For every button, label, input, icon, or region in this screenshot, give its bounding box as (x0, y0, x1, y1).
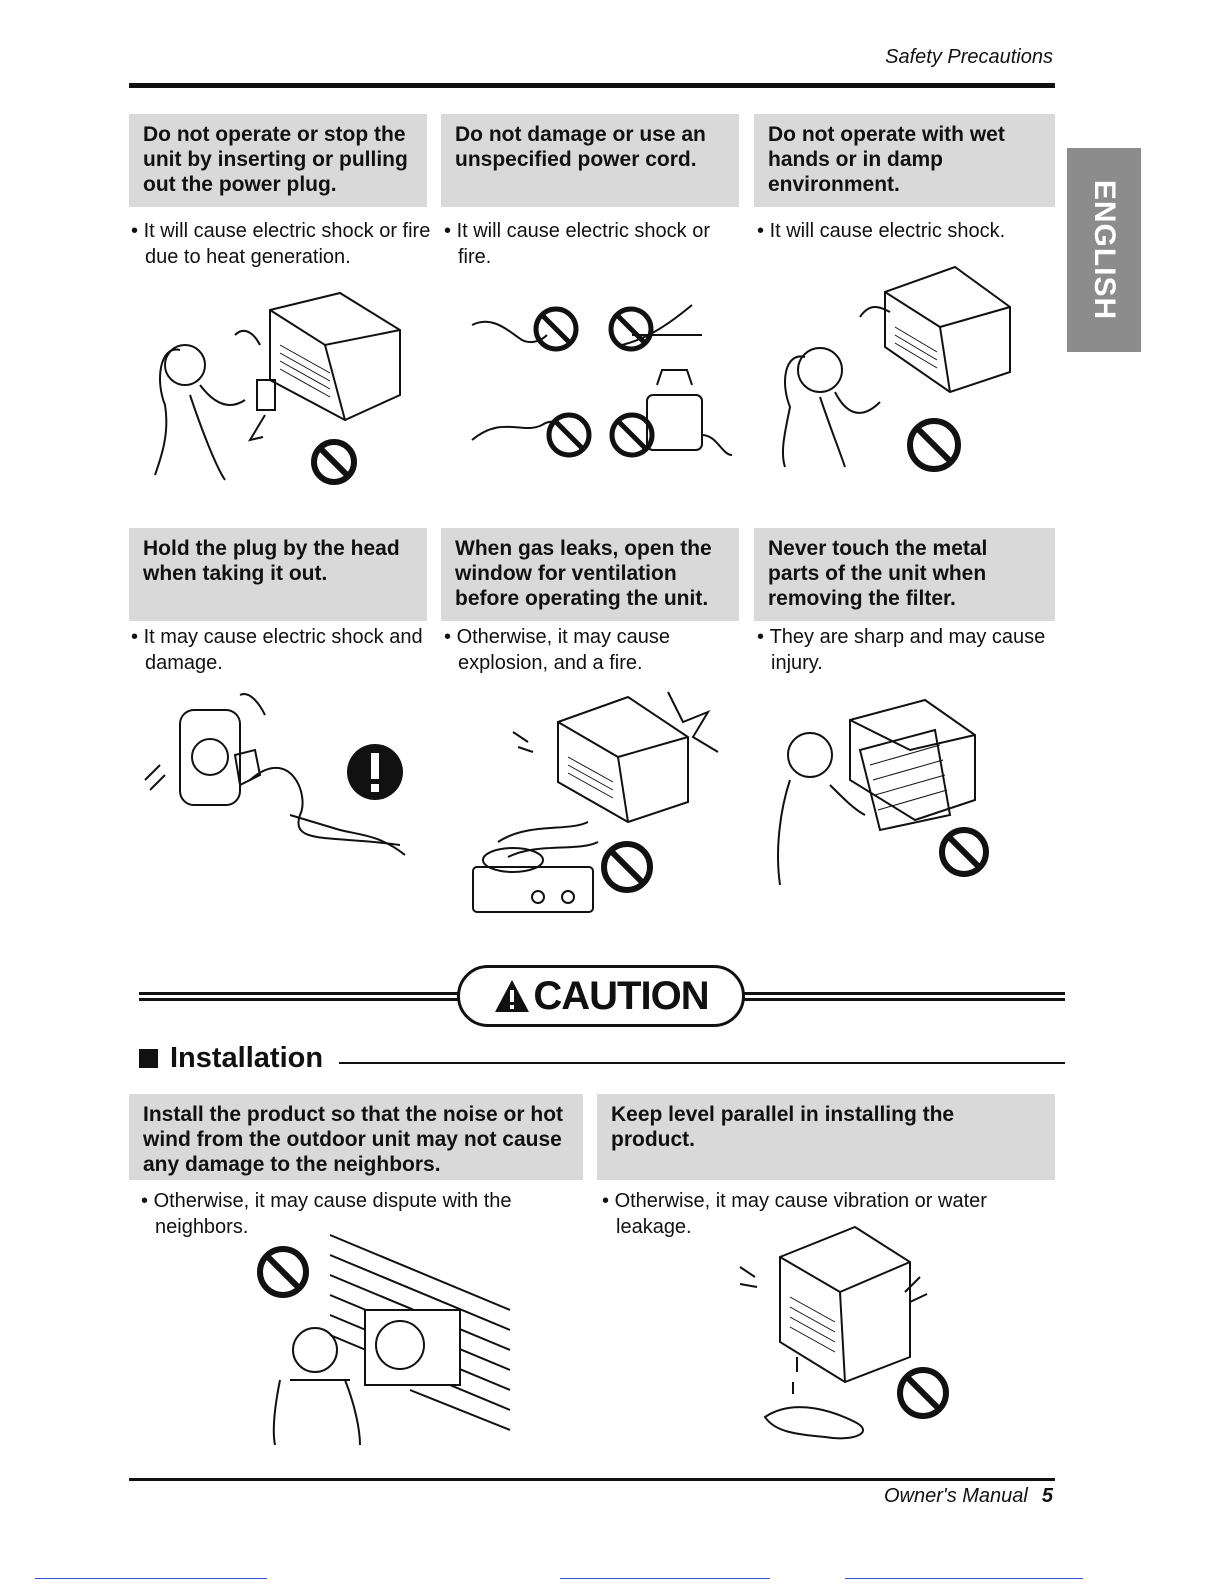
prohibited-icon (609, 412, 655, 458)
page-footer: Owner's Manual 5 (884, 1485, 1053, 1508)
header-rule (129, 83, 1055, 88)
illustration-outdoor-unit (272, 1234, 511, 1445)
installation-box-1: Install the product so that the noise or… (129, 1094, 583, 1180)
warning-triangle-icon (495, 980, 530, 1012)
prohibited-icon (897, 1367, 949, 1419)
prohibited-icon (257, 1246, 309, 1298)
section-bullet (139, 1049, 158, 1068)
prohibited-icon (601, 841, 653, 893)
prohibited-icon (533, 306, 579, 352)
illustration-gas-leak (472, 691, 719, 913)
section-heading: Installation (139, 1042, 323, 1075)
warning-note-5: Otherwise, it may cause explosion, and a… (444, 624, 748, 676)
footer-manual-label: Owner's Manual (883, 1485, 1028, 1507)
language-tab[interactable]: ENGLISH (1067, 148, 1141, 352)
caution-rule-left (139, 992, 461, 1001)
illustration-plug-head (144, 693, 406, 856)
scan-underline (560, 1578, 770, 1579)
mandatory-icon (347, 744, 403, 800)
warning-box-2: Do not damage or use an unspecified powe… (441, 114, 739, 207)
footer-rule (129, 1478, 1055, 1481)
section-heading-text: Installation (170, 1042, 324, 1074)
section-rule (339, 1062, 1065, 1064)
prohibited-icon (546, 412, 592, 458)
installation-box-2: Keep level parallel in installing the pr… (597, 1094, 1055, 1180)
scan-underline (35, 1578, 267, 1579)
warning-box-3: Do not operate with wet hands or in damp… (754, 114, 1055, 207)
warning-box-5: When gas leaks, open the window for vent… (441, 528, 739, 621)
illustration-metal-filter (777, 698, 976, 886)
page-number: 5 (1041, 1485, 1053, 1507)
prohibited-icon (311, 439, 357, 485)
illustration-level-unit (739, 1225, 928, 1440)
warning-box-1: Do not operate or stop the unit by inser… (129, 114, 427, 207)
warning-note-4: It may cause electric shock and damage. (131, 624, 435, 676)
caution-banner: CAUTION (457, 965, 745, 1027)
page-header-title: Safety Precautions (885, 46, 1053, 68)
warning-box-6: Never touch the metal parts of the unit … (754, 528, 1055, 621)
warning-note-1: It will cause electric shock or fire due… (131, 218, 435, 270)
installation-note-1: Otherwise, it may cause dispute with the… (141, 1188, 575, 1240)
warning-box-4: Hold the plug by the head when taking it… (129, 528, 427, 621)
installation-note-2: Otherwise, it may cause vibration or wat… (602, 1188, 1056, 1240)
language-tab-label: ENGLISH (1088, 179, 1121, 321)
warning-note-2: It will cause electric shock or fire. (444, 218, 748, 270)
warning-note-6: They are sharp and may cause injury. (757, 624, 1061, 676)
illustration-wet-hands (781, 265, 1011, 468)
illustration-power-cord (471, 304, 732, 456)
prohibited-icon (907, 418, 961, 472)
prohibited-icon (608, 306, 654, 352)
prohibited-icon (939, 827, 989, 877)
warning-note-3: It will cause electric shock. (757, 218, 1061, 244)
caution-rule-right (741, 992, 1065, 1001)
illustration-plug-pull (154, 291, 401, 481)
scan-underline (845, 1578, 1083, 1579)
caution-label: CAUTION (533, 973, 709, 1018)
